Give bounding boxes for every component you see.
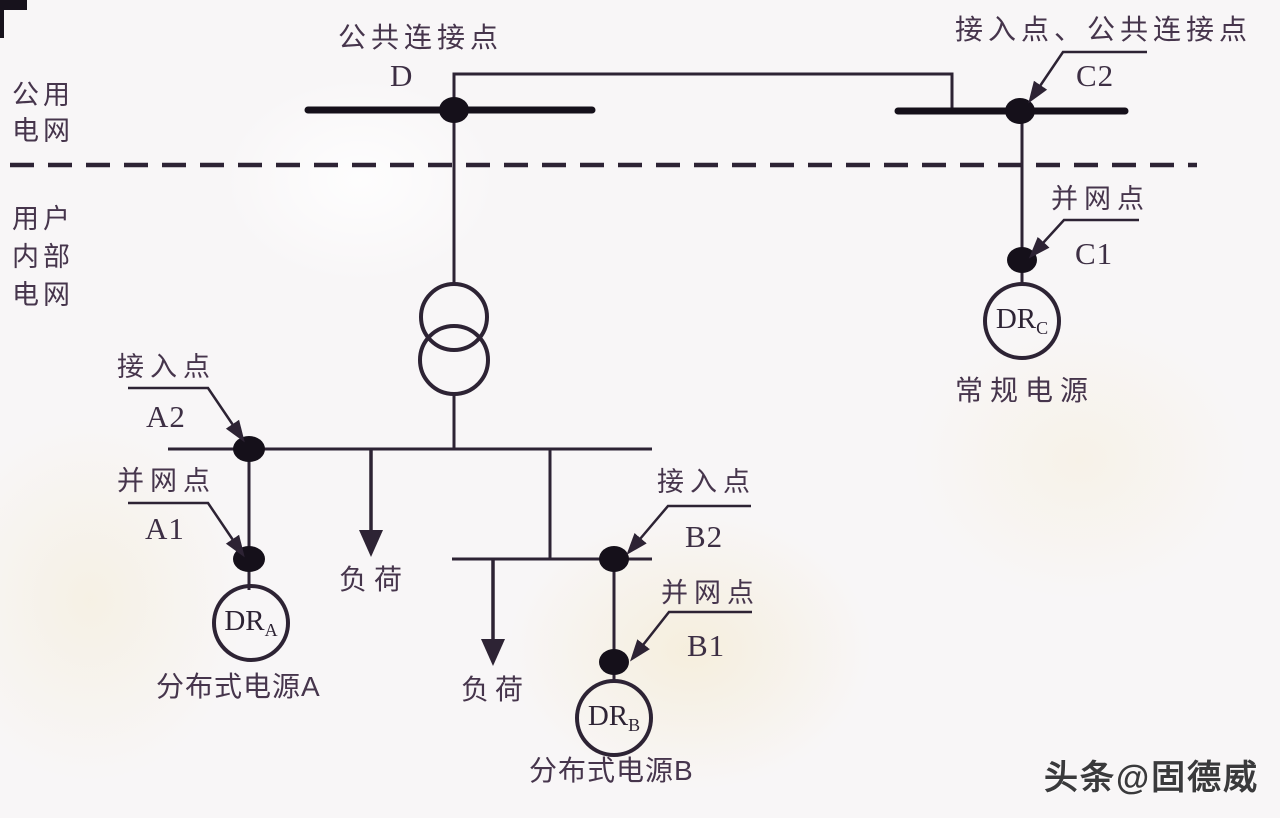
source-a-subscript: A (264, 620, 278, 640)
scan-artifact (0, 0, 4, 38)
source-a-circle (212, 584, 290, 662)
node-c1-dot (1007, 247, 1037, 273)
label-point-b2: 接入点 (657, 467, 756, 497)
leader-a2 (128, 386, 245, 443)
id-point-d: D (390, 58, 414, 93)
label-point-c2: 接入点、公共连接点 (955, 14, 1253, 45)
source-c-circle (983, 282, 1061, 360)
region-public-line1: 公用 (12, 80, 74, 110)
source-c-subscript: C (1036, 318, 1049, 338)
id-point-a1: A1 (145, 511, 185, 546)
source-b-subscript: B (628, 715, 641, 735)
leader-a1 (128, 501, 245, 558)
region-user-line2: 内部 (12, 242, 74, 272)
region-label-public-grid: 公用 电网 (12, 77, 74, 149)
source-b-symbol: DRB (569, 700, 659, 735)
region-user-line3: 电网 (12, 280, 74, 310)
id-point-c1: C1 (1075, 236, 1114, 271)
region-user-line1: 用户 (12, 204, 74, 234)
source-c-symbol: DRC (977, 303, 1067, 338)
label-load-2: 负荷 (461, 674, 530, 705)
caption-source-a: 分布式电源A (156, 671, 321, 702)
id-point-a2: A2 (146, 399, 186, 434)
leader-c1 (1028, 218, 1139, 259)
transformer-symbol (418, 282, 490, 396)
label-point-c1: 并网点 (1051, 184, 1150, 214)
label-point-a2: 接入点 (117, 352, 216, 382)
region-label-user-internal-grid: 用户 内部 电网 (12, 200, 74, 314)
label-load-1: 负荷 (339, 564, 410, 595)
source-c-symbol-text: DR (995, 303, 1037, 335)
leader-b2 (626, 504, 751, 556)
watermark-text: 头条@固德威 (1044, 759, 1260, 797)
node-b2-dot (599, 546, 629, 572)
id-point-b2: B2 (685, 519, 724, 554)
id-point-b1: B1 (687, 628, 726, 663)
id-point-c2: C2 (1076, 58, 1115, 93)
label-point-b1: 并网点 (661, 578, 760, 608)
node-a2-dot (233, 436, 265, 462)
label-pcc-d: 公共连接点 (338, 22, 504, 53)
node-d-dot (439, 97, 469, 123)
caption-source-c: 常规电源 (955, 375, 1096, 406)
scan-artifact (0, 0, 27, 10)
node-c2-dot (1005, 98, 1035, 124)
caption-source-b: 分布式电源B (529, 755, 694, 786)
callout-leaders (128, 50, 1147, 662)
region-public-line2: 电网 (12, 116, 74, 146)
feeder-link-d-to-c (452, 72, 954, 286)
node-a1-dot (233, 546, 265, 572)
source-a-symbol-text: DR (224, 605, 265, 637)
source-b-circle (575, 679, 653, 757)
label-point-a1: 并网点 (117, 466, 216, 496)
node-b1-dot (599, 649, 629, 675)
source-b-symbol-text: DR (587, 700, 629, 732)
source-a-symbol: DRA (206, 605, 296, 640)
leader-c2 (1028, 50, 1147, 104)
leader-b1 (630, 610, 752, 662)
